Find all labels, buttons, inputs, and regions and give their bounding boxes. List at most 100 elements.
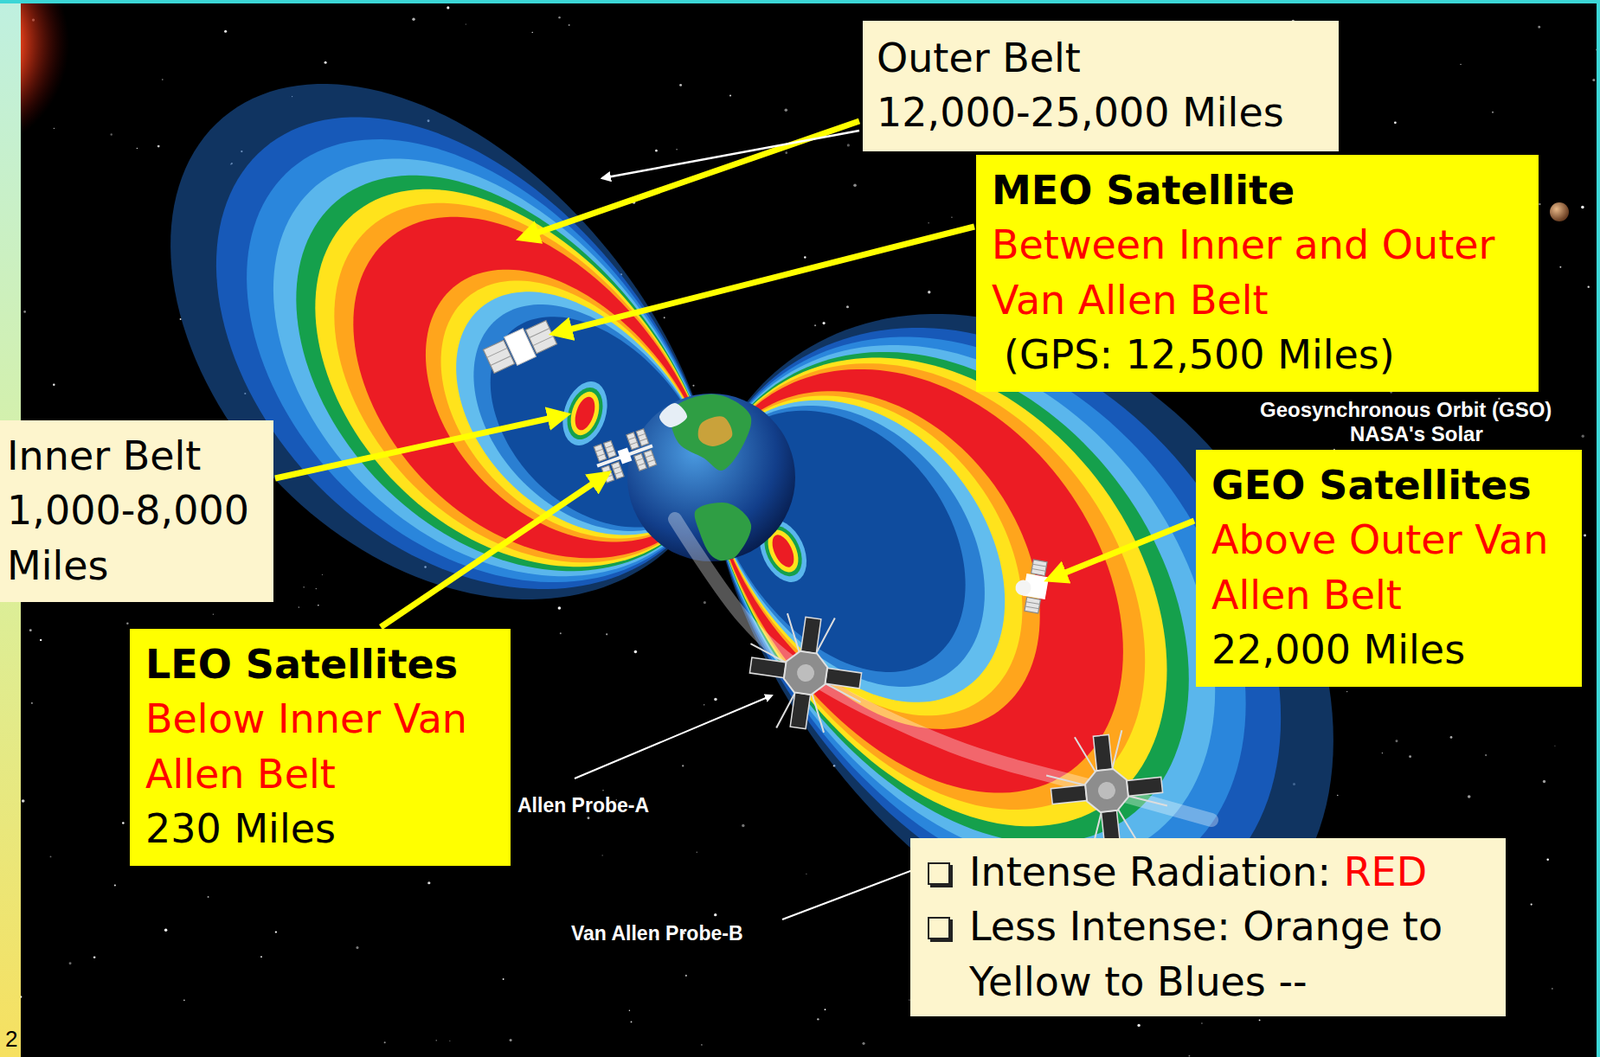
star — [1580, 205, 1584, 209]
star — [703, 704, 705, 706]
text-row: Inner Belt — [6, 429, 267, 484]
box-text: Below Inner Van Allen Belt — [145, 692, 495, 803]
star — [465, 23, 467, 25]
star — [861, 1042, 865, 1046]
star — [703, 601, 707, 605]
star — [685, 975, 688, 977]
star — [53, 128, 55, 129]
earth-globe — [627, 393, 796, 562]
star — [1394, 739, 1398, 743]
text-row: Between Inner and Outer Van Allen Belt — [991, 218, 1523, 328]
belt-shell — [711, 358, 1168, 828]
continent — [670, 394, 752, 471]
star — [384, 1041, 386, 1044]
orbit-label: Geosynchronous Orbit (GSO) — [1259, 398, 1552, 422]
panel-grid — [605, 445, 613, 449]
star — [1394, 121, 1397, 124]
panel-grid — [1025, 606, 1040, 610]
probe-label: Allen Probe-A — [517, 794, 649, 817]
inner-belt-band — [560, 383, 609, 445]
box-text: Above Outer Van Allen Belt — [1211, 513, 1567, 624]
probe-body — [782, 649, 829, 697]
star — [587, 816, 591, 820]
star — [822, 321, 826, 325]
star — [1587, 285, 1590, 288]
solar-panel — [610, 462, 624, 480]
star — [1542, 780, 1546, 784]
star — [23, 310, 26, 314]
star — [558, 606, 562, 611]
probe-panel — [1126, 777, 1164, 797]
star — [302, 586, 304, 588]
probe-hub — [796, 663, 817, 684]
star — [260, 956, 263, 958]
star — [1581, 435, 1585, 438]
star — [568, 24, 571, 26]
panel-grid — [607, 450, 615, 454]
star — [1546, 858, 1549, 862]
star — [824, 1008, 827, 1011]
star — [1259, 1020, 1261, 1022]
panel-grid — [636, 458, 643, 462]
radiation-key-box: Intense Radiation: REDLess Intense: Oran… — [910, 838, 1506, 1017]
star — [602, 790, 604, 791]
star — [1381, 752, 1383, 754]
star — [927, 290, 931, 294]
star — [532, 32, 534, 33]
solar-panel — [636, 429, 649, 447]
continent — [659, 403, 688, 428]
label-holder: NASA's Solar — [1349, 422, 1484, 447]
star — [157, 145, 161, 148]
yellow-arrow — [275, 415, 565, 479]
star — [355, 946, 359, 950]
star — [814, 324, 817, 327]
star — [1467, 795, 1472, 799]
star — [427, 881, 431, 885]
panel-grid — [533, 336, 554, 347]
star — [50, 855, 52, 858]
star — [1559, 266, 1562, 269]
panel-grid — [603, 470, 611, 474]
star — [164, 929, 168, 932]
star — [816, 1018, 819, 1021]
star — [1450, 736, 1453, 739]
probe-panel — [1092, 734, 1112, 772]
inner-belt-band — [554, 375, 615, 451]
star — [696, 852, 699, 855]
panel-grid — [645, 455, 653, 458]
text-row: Below Inner Van Allen Belt — [145, 692, 495, 803]
text-row: Intense Radiation: RED — [925, 845, 1491, 900]
belt-shell — [216, 116, 712, 590]
yellow-arrow — [555, 226, 975, 334]
star — [122, 822, 125, 825]
star — [1336, 795, 1338, 797]
star — [446, 6, 450, 9]
panel-grid — [487, 347, 508, 358]
star — [713, 698, 718, 702]
box-text: Between Inner and Outer Van Allen Belt — [991, 218, 1523, 328]
panel-grid — [639, 438, 647, 442]
star — [655, 149, 658, 153]
van-allen-probe — [1042, 726, 1172, 856]
inner-belt-band — [565, 388, 605, 440]
yellow-arrow — [522, 121, 860, 238]
star — [411, 18, 415, 21]
solar-panel — [1024, 597, 1041, 614]
star — [634, 650, 637, 654]
probe-panel — [790, 693, 810, 730]
panel-grid — [647, 459, 655, 463]
star-field — [6, 0, 1600, 1057]
label-holder: 2 — [5, 1026, 18, 1054]
star — [93, 956, 97, 959]
yellow-arrow — [380, 475, 606, 628]
star — [324, 61, 328, 65]
star — [847, 143, 850, 147]
planet — [1549, 202, 1569, 222]
text-row: 22,000 Miles — [1211, 623, 1567, 678]
right-border — [1596, 0, 1600, 1057]
star — [1592, 78, 1595, 82]
meo-satellite — [481, 318, 559, 376]
star — [1538, 203, 1541, 206]
box-text: MEO Satellite — [991, 163, 1523, 219]
